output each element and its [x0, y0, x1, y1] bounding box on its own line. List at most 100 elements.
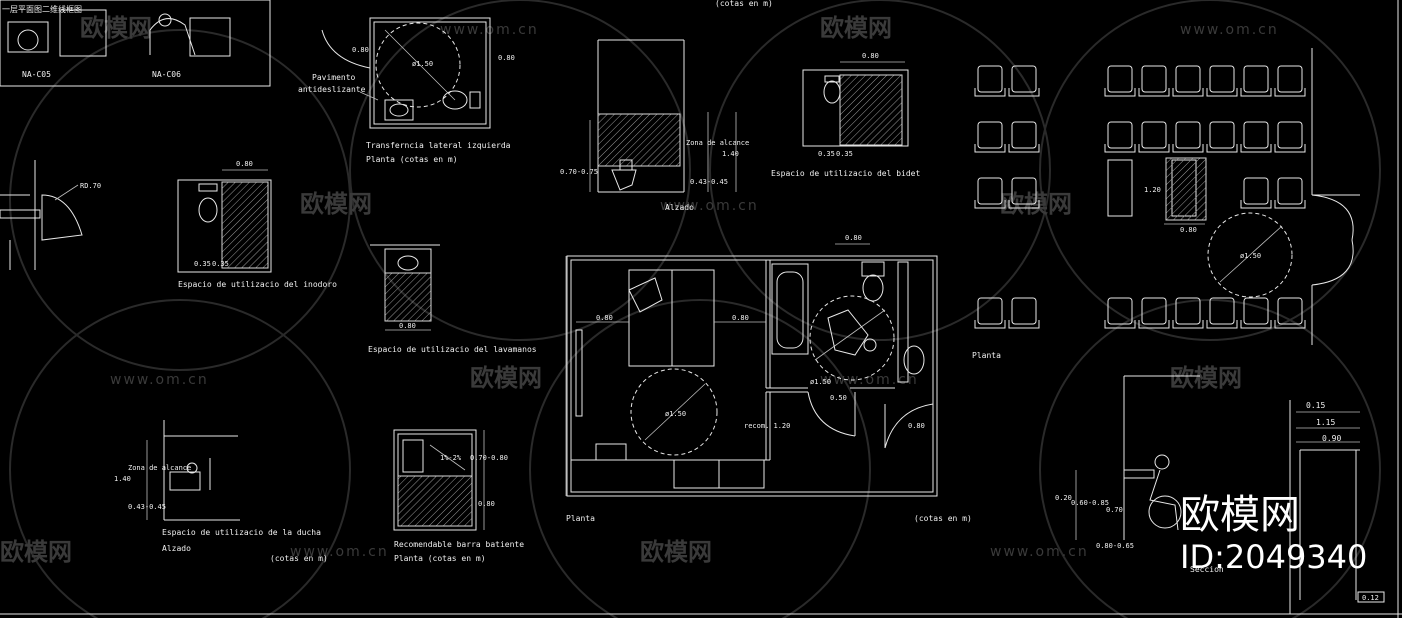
- dim-080: 0.80: [1180, 226, 1197, 234]
- watermark-url: www.om.cn: [990, 544, 1089, 560]
- dim-070: 0.70: [1106, 506, 1123, 514]
- figure-bath-transfer: ø1.50 0.80 0.80 Pavimento antideslizante…: [298, 17, 515, 164]
- seat-symbol: [974, 177, 1006, 209]
- dim-020: 0.20: [1055, 494, 1072, 502]
- dim-015: 0.15: [1306, 401, 1325, 410]
- seat-symbol: [974, 297, 1006, 329]
- seat-symbol: [1206, 65, 1238, 97]
- watermark-brand: 欧模网: [640, 538, 712, 566]
- figure-floor-plan: ø1.50 0.80 0.80 0.80 ø1.50 0.50 recom. 1…: [565, 234, 972, 523]
- label-esp-lavamanos: Espacio de utilizacio del lavamanos: [368, 345, 537, 354]
- dim-115: 1.15: [1316, 418, 1335, 427]
- watermark-brand: 欧模网: [820, 14, 892, 42]
- dim-012: 0.12: [1362, 594, 1379, 602]
- dim-035: 0.35: [194, 260, 211, 268]
- watermark-brand: 欧模网: [0, 538, 72, 566]
- watermark-brand: 欧模网: [1170, 364, 1242, 392]
- figure-seating-annotations: ø1.50 0.80 1.20 Planta: [972, 48, 1360, 360]
- dim-070-075: 0.70-0.75: [560, 168, 598, 176]
- dim-080: 0.80: [732, 314, 749, 322]
- watermark-rings: [9, 0, 1381, 618]
- seat-symbol: [1008, 65, 1040, 97]
- seat-symbol: [1008, 297, 1040, 329]
- seat-symbol: [1104, 121, 1136, 153]
- seat-symbol: [1138, 121, 1170, 153]
- figure-door-section: 0.15 1.15 0.90 0.12: [1289, 400, 1385, 614]
- dim-diameter: ø1.50: [810, 378, 831, 386]
- dim-035: 0.35: [818, 150, 835, 158]
- figure-wheelchair-section: 0.20 0.60-0.85 0.70 0.80-0.65 Seccion: [1055, 375, 1224, 574]
- label-alzado: Alzado: [162, 544, 191, 553]
- label-esp-bidet: Espacio de utilizacio del bidet: [771, 169, 920, 178]
- seat-symbol: [1274, 121, 1306, 153]
- seat-symbol: [1240, 177, 1272, 209]
- label-planta-cotas: Planta (cotas en m): [366, 155, 458, 164]
- label-zona-alcance: Zona de alcance: [128, 464, 191, 472]
- seat-symbol: [1240, 121, 1272, 153]
- label-alzado: Alzado: [665, 203, 694, 212]
- figure-left-section: RD.70: [0, 160, 101, 270]
- watermark-text-layer: 欧模网 www.om.cn 欧模网 www.om.cn 欧模网 www.om.c…: [0, 14, 1277, 566]
- watermark-url: www.om.cn: [110, 372, 209, 388]
- label-seccion: Seccion: [1190, 565, 1224, 574]
- seat-symbol: [1008, 121, 1040, 153]
- dim-diameter: ø1.50: [1240, 252, 1261, 260]
- watermark-url: www.om.cn: [820, 372, 919, 388]
- seat-symbol: [1172, 297, 1204, 329]
- figure-shower-alzado: Zona de alcance 1.40 0.43-0.45 Espacio d…: [114, 420, 328, 563]
- watermark-brand: 欧模网: [470, 364, 542, 392]
- watermark-brand: 欧模网: [300, 190, 372, 218]
- seat-symbol: [1240, 65, 1272, 97]
- seat-symbol: [1206, 121, 1238, 153]
- label-recomendable: Recomendable barra batiente: [394, 540, 524, 549]
- dim-diameter: ø1.50: [665, 410, 686, 418]
- watermark-brand-large: 欧模网: [1180, 492, 1300, 538]
- seat-symbol: [1274, 297, 1306, 329]
- dim-050: 0.50: [830, 394, 847, 402]
- figure-bidet: 0.80 0.35 0.35 Espacio de utilizacio del…: [771, 52, 920, 178]
- seat-symbol: [1274, 65, 1306, 97]
- label-antideslizante: antideslizante: [298, 85, 366, 94]
- dim-080: 0.80: [908, 422, 925, 430]
- dim-080: 0.80: [596, 314, 613, 322]
- figure-seating-plan: [974, 65, 1306, 329]
- watermark-id: ID:2049340: [1180, 538, 1367, 576]
- dim-080-065: 0.80-0.65: [1096, 542, 1134, 550]
- dim-140: 1.40: [114, 475, 131, 483]
- figure-lavamanos: 0.80 Espacio de utilizacio del lavamanos: [368, 244, 537, 354]
- drawing-title: 一层平面图二维线框图: [2, 4, 82, 14]
- dim-035: 0.35: [212, 260, 229, 268]
- watermark-url: www.om.cn: [660, 198, 759, 214]
- label-pendiente: 1%-2%: [440, 454, 462, 462]
- dim-080: 0.80: [352, 46, 369, 54]
- label-planta-cotas: Planta (cotas en m): [394, 554, 486, 563]
- units-note: (cotas en m): [270, 554, 328, 563]
- label-na-c06: NA-C06: [152, 70, 181, 79]
- seat-symbol: [1172, 65, 1204, 97]
- seat-symbol: [1104, 297, 1136, 329]
- watermark-url: www.om.cn: [440, 22, 539, 38]
- seat-symbol: [974, 121, 1006, 153]
- dim-080: 0.80: [862, 52, 879, 60]
- figure-na-c05-c06: 一层平面图二维线框图 NA-C05 NA-C06: [0, 0, 271, 87]
- seat-symbol: [1172, 121, 1204, 153]
- label-esp-inodoro: Espacio de utilizacio del inodoro: [178, 280, 337, 289]
- seat-symbol: [1206, 297, 1238, 329]
- dim-080: 0.80: [399, 322, 416, 330]
- dim-080: 0.80: [498, 54, 515, 62]
- dim-043-045: 0.43-0.45: [690, 178, 728, 186]
- seat-symbol: [974, 65, 1006, 97]
- dim-rd70: RD.70: [80, 182, 101, 190]
- watermark-brand: 欧模网: [80, 14, 152, 42]
- dim-120: 1.20: [1144, 186, 1161, 194]
- dim-090: 0.90: [1322, 434, 1341, 443]
- dim-070-080: 0.70-0.80: [470, 454, 508, 462]
- dim-080: 0.80: [236, 160, 253, 168]
- figure-alzado-toilet: 0.70-0.75 Zona de alcance 1.40 0.43-0.45…: [560, 39, 749, 212]
- units-note: (cotas en m): [914, 514, 972, 523]
- dim-043-045: 0.43-0.45: [128, 503, 166, 511]
- label-planta: Planta: [972, 351, 1001, 360]
- figure-inodoro: 0.80 0.35 0.35 Espacio de utilizacio del…: [177, 160, 337, 289]
- figure-shower-plan: 1%-2% 0.70-0.80 0.80 Recomendable barra …: [393, 429, 524, 563]
